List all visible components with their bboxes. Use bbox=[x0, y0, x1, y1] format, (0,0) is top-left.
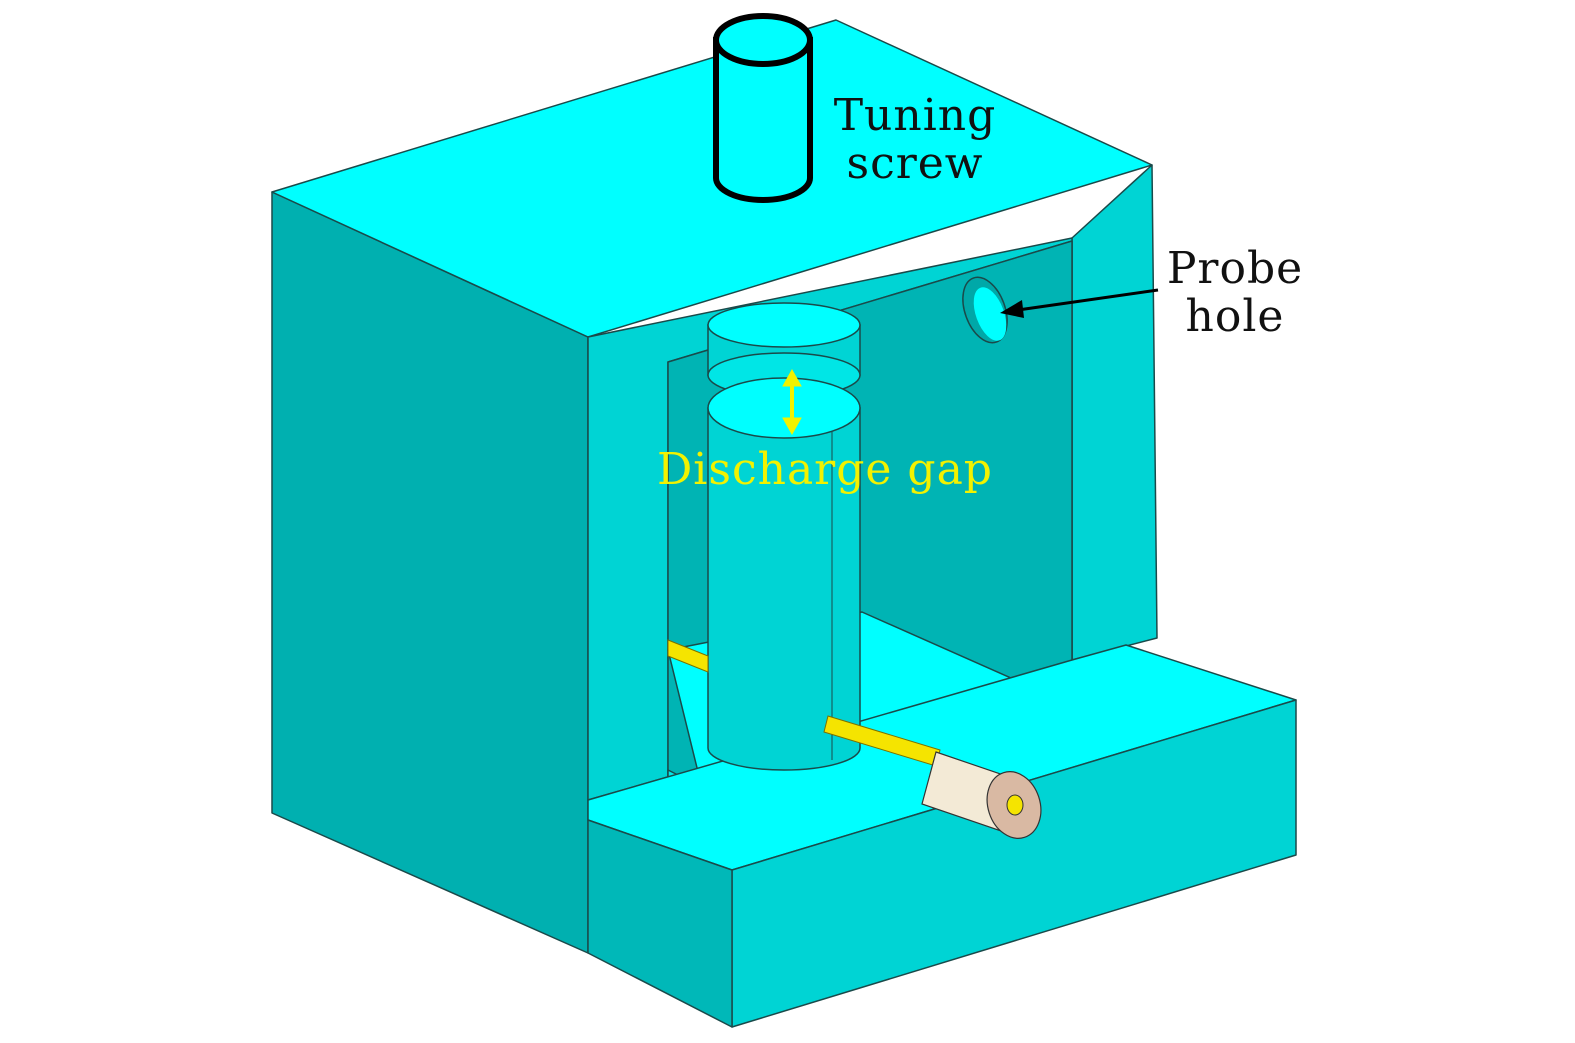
probe-hole-label-line1: Probe bbox=[1166, 243, 1304, 294]
block-right-end bbox=[1071, 164, 1158, 661]
tuning-screw-body bbox=[713, 37, 813, 203]
probe-hole bbox=[962, 276, 1008, 344]
connector-pin bbox=[1006, 794, 1024, 816]
lower-post bbox=[707, 377, 861, 771]
tuning-screw-label-line1: Tuning bbox=[833, 90, 997, 141]
tuning-screw-label: Tuning screw bbox=[820, 92, 1010, 188]
lower-post-body bbox=[707, 407, 861, 771]
lower-post-face bbox=[707, 377, 861, 439]
tuning-screw-label-line2: screw bbox=[846, 138, 984, 189]
probe-hole-label-line2: hole bbox=[1185, 291, 1285, 342]
arrow-left-icon bbox=[1000, 288, 1159, 318]
feed-line bbox=[667, 639, 1042, 839]
tuning-screw bbox=[713, 13, 813, 203]
discharge-gap-label: Discharge gap bbox=[657, 444, 993, 495]
double-arrow-vertical-icon bbox=[782, 368, 802, 436]
probe-hole-label: Probe hole bbox=[1150, 245, 1320, 341]
tuning-screw-top bbox=[713, 13, 813, 67]
upper-post-face bbox=[707, 302, 861, 348]
base-left-face bbox=[587, 819, 733, 1028]
feed-wire-rear bbox=[667, 639, 709, 673]
probe-hole-inner bbox=[973, 287, 1007, 341]
